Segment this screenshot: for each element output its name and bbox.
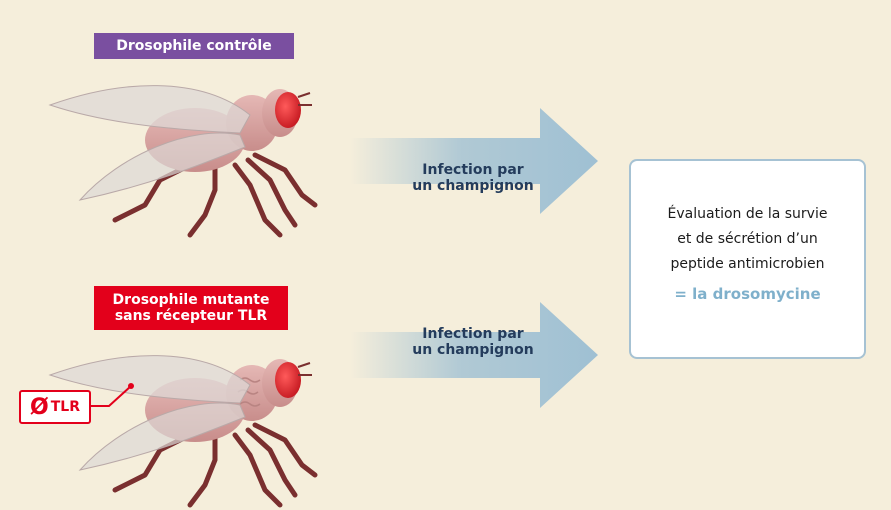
infection-arrow-top [350, 108, 598, 214]
result-highlight: = la drosomycine [674, 285, 821, 303]
mutant-fly-label-line2: sans récepteur TLR [114, 308, 268, 324]
infection-label-top: Infection par un champignon [393, 162, 553, 194]
result-line1: Évaluation de la survie [667, 206, 828, 222]
infection-label-bottom-line2: un champignon [412, 342, 534, 358]
control-fly-label-text: Drosophile contrôle [116, 38, 272, 54]
result-box: Évaluation de la survie et de sécrétion … [629, 159, 866, 359]
infection-arrow-bottom [350, 302, 598, 408]
mutant-fly-illustration [48, 355, 318, 508]
mutant-fly-label: Drosophile mutante sans récepteur TLR [94, 286, 288, 330]
infection-label-bottom: Infection par un champignon [393, 326, 553, 358]
tlr-badge-text: TLR [50, 399, 80, 415]
control-fly-illustration [48, 85, 318, 238]
mutant-fly-label-line1: Drosophile mutante [112, 292, 270, 308]
tlr-pointer-line [91, 383, 134, 407]
infection-label-top-line2: un champignon [412, 178, 534, 194]
result-line3: peptide antimicrobien [670, 256, 825, 272]
control-fly-label: Drosophile contrôle [94, 33, 294, 59]
tlr-absent-badge: Ø TLR [19, 390, 91, 424]
infection-label-bottom-line1: Infection par [422, 326, 524, 342]
empty-set-icon: Ø [30, 394, 49, 420]
infection-label-top-line1: Infection par [422, 162, 524, 178]
result-line2: et de sécrétion d’un [677, 231, 818, 247]
